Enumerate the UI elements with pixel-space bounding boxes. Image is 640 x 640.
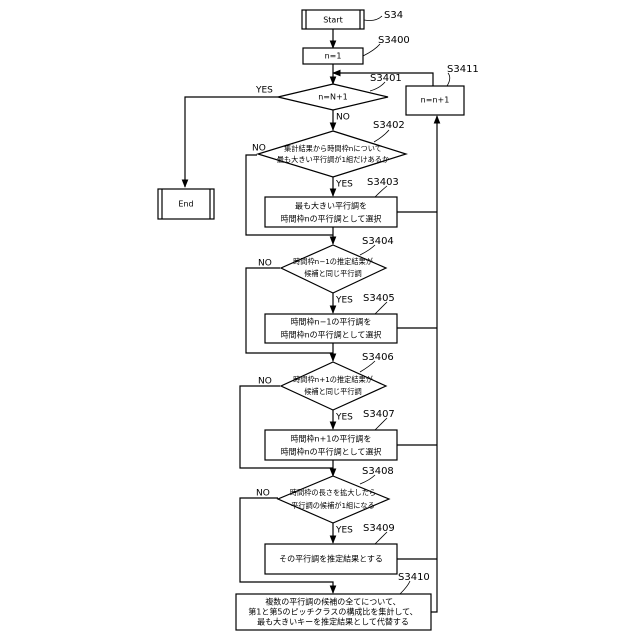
return-line (431, 116, 437, 612)
s3411-label: n=n+1 (421, 96, 450, 105)
s3406-line2: 候補と同じ平行調 (304, 387, 362, 396)
s3406-no-label: NO (258, 377, 272, 387)
step-id-s3408: S3408 (362, 466, 394, 477)
s3407-line1: 時間枠n+1の平行調を (291, 434, 372, 444)
s3402-no-label: NO (252, 144, 266, 154)
s3405-line2: 時間枠nの平行調として選択 (281, 330, 382, 340)
s3402-line1: 集計結果から時間枠nについて (284, 144, 382, 153)
s3407-line2: 時間枠nの平行調として選択 (281, 447, 382, 457)
s3408-no-label: NO (256, 489, 270, 499)
s3402-line2: 最も大きい平行調が1組だけあるか (277, 155, 389, 164)
step-id-s3403: S3403 (367, 177, 399, 188)
s3404-no-label: NO (258, 259, 272, 269)
s3403-line1: 最も大きい平行調を (295, 201, 367, 211)
step-s3407: 時間枠n+1の平行調を 時間枠nの平行調として選択 S3407 (265, 409, 397, 460)
s3401-yes-label: YES (255, 86, 273, 96)
step-id-s3409: S3409 (363, 523, 395, 534)
s3401-label: n=N+1 (318, 93, 348, 102)
s3410-line2: 第1と第5のピッチクラスの構成比を集計して、 (248, 607, 417, 617)
step-id-s3410: S3410 (398, 572, 430, 583)
step-start: Start S34 (302, 10, 403, 29)
s3409-label: その平行調を推定結果とする (279, 554, 383, 564)
s3408-line2: 平行調の候補が1組になる (291, 501, 375, 510)
step-id-s3400: S3400 (378, 35, 410, 46)
step-s3400: n=1 S3400 (303, 35, 410, 64)
step-id-s3404: S3404 (362, 236, 394, 247)
step-id-s3406: S3406 (362, 352, 394, 363)
arrow-s3401-yes-to-end (185, 97, 278, 187)
s3402-yes-label: YES (335, 180, 353, 190)
step-id-s3402: S3402 (373, 120, 405, 131)
start-label: Start (323, 16, 343, 25)
s3405-line1: 時間枠n−1の平行調を (291, 317, 372, 327)
s3404-line1: 時間枠n−1の推定結果が (293, 257, 373, 266)
s3410-line3: 最も大きいキーを推定結果として代替する (257, 617, 409, 627)
s3408-yes-label: YES (335, 526, 353, 536)
step-s3403: 最も大きい平行調を 時間枠nの平行調として選択 S3403 (265, 177, 399, 227)
s3406-line1: 時間枠n+1の推定結果が (293, 375, 373, 384)
end-label: End (178, 200, 193, 209)
step-id-s3411: S3411 (447, 64, 479, 75)
step-id-s34: S34 (384, 10, 403, 21)
step-id-s3401: S3401 (370, 73, 402, 84)
s3400-label: n=1 (325, 52, 342, 61)
s3406-yes-label: YES (335, 413, 353, 423)
step-s3401: n=N+1 S3401 YES NO (255, 73, 402, 123)
s3404-line2: 候補と同じ平行調 (304, 269, 362, 278)
step-s3411: n=n+1 S3411 (406, 64, 479, 115)
step-s3410: 複数の平行調の候補の全てについて、 第1と第5のピッチクラスの構成比を集計して、… (236, 572, 431, 630)
step-id-s3405: S3405 (363, 293, 395, 304)
s3403-line2: 時間枠nの平行調として選択 (281, 214, 382, 224)
step-s3405: 時間枠n−1の平行調を 時間枠nの平行調として選択 S3405 (265, 293, 397, 343)
step-end: End (158, 189, 214, 219)
step-s3409: その平行調を推定結果とする S3409 (265, 523, 397, 574)
s3401-no-label: NO (336, 113, 350, 123)
step-id-s3407: S3407 (363, 409, 395, 420)
s3408-line1: 時間枠の長さを拡大したら (290, 488, 376, 497)
s3404-yes-label: YES (335, 296, 353, 306)
s3410-line1: 複数の平行調の候補の全てについて、 (265, 597, 400, 607)
